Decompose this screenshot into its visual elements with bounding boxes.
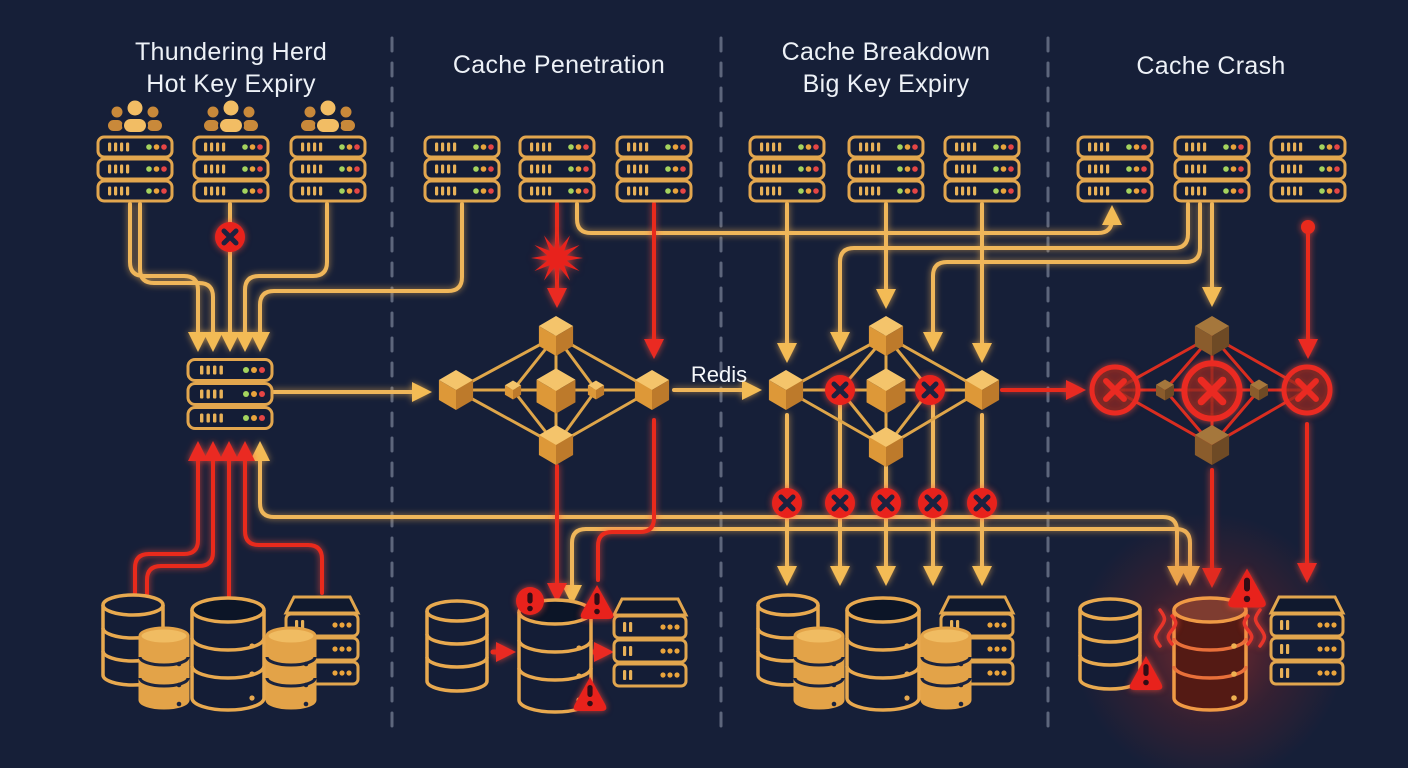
titles: Thundering Herd Hot Key Expiry Cache Pen… bbox=[135, 38, 1285, 387]
request-line bbox=[923, 202, 1202, 352]
alert-circle-icon bbox=[516, 587, 544, 615]
app-server-icon bbox=[425, 137, 499, 201]
request-line bbox=[830, 202, 1190, 352]
storage-rack-icon bbox=[1271, 597, 1343, 684]
cache-server-icon bbox=[188, 360, 272, 429]
database-icon bbox=[845, 596, 921, 712]
database-icon bbox=[138, 626, 190, 710]
storage-rack-icon bbox=[614, 599, 686, 686]
overheat-squiggle bbox=[1253, 608, 1267, 648]
error-badge-icon bbox=[918, 488, 948, 518]
app-server-icon bbox=[98, 137, 172, 201]
request-line bbox=[235, 202, 329, 352]
node-down-icon bbox=[1092, 367, 1138, 413]
app-server-icon bbox=[849, 137, 923, 201]
app-server-icon bbox=[520, 137, 594, 201]
node-down-icon bbox=[1284, 367, 1330, 413]
app-server-icon bbox=[617, 137, 691, 201]
column-title: Cache Breakdown bbox=[782, 38, 991, 66]
stampede-line bbox=[235, 441, 324, 595]
node-down-icon bbox=[1184, 363, 1239, 418]
request-line bbox=[250, 202, 464, 352]
stampede-line bbox=[145, 441, 223, 603]
app-server-icon bbox=[1271, 137, 1345, 201]
database-icon bbox=[1078, 597, 1142, 691]
database-icon bbox=[793, 626, 845, 710]
error-badge-icon bbox=[825, 488, 855, 518]
crash-origin-dot bbox=[1301, 220, 1315, 234]
column-title: Cache Crash bbox=[1136, 52, 1285, 80]
column-dividers bbox=[390, 36, 1050, 732]
overheat-squiggle bbox=[1242, 614, 1254, 646]
alert-badges bbox=[215, 222, 1330, 711]
column-title: Cache Penetration bbox=[453, 51, 665, 79]
error-badge-icon bbox=[772, 488, 802, 518]
app-server-icon bbox=[194, 137, 268, 201]
app-server-icon bbox=[291, 137, 365, 201]
stampede-line bbox=[133, 441, 208, 600]
error-badge-icon bbox=[967, 488, 997, 518]
penetration-line bbox=[596, 418, 656, 582]
error-badge-icon bbox=[915, 375, 945, 405]
column-title: Hot Key Expiry bbox=[146, 70, 316, 98]
app-server-icon bbox=[945, 137, 1019, 201]
app-server-icon bbox=[1175, 137, 1249, 201]
overloaded-database-icon bbox=[1172, 596, 1248, 712]
db-hit-line bbox=[562, 527, 588, 605]
error-badge-icon bbox=[825, 375, 855, 405]
database-icon bbox=[190, 596, 266, 712]
error-badge-icon bbox=[215, 222, 245, 252]
retry-line bbox=[250, 441, 276, 519]
database-icon bbox=[265, 626, 317, 710]
redis-label: Redis bbox=[691, 362, 747, 387]
database-icon bbox=[920, 626, 972, 710]
request-line bbox=[138, 202, 223, 352]
response-line bbox=[575, 202, 1122, 235]
app-server-icon bbox=[750, 137, 824, 201]
database-icon bbox=[425, 599, 489, 693]
overheat-squiggle bbox=[1153, 608, 1167, 648]
column-title: Thundering Herd bbox=[135, 38, 327, 66]
column-title: Big Key Expiry bbox=[803, 70, 970, 98]
error-badge-icon bbox=[871, 488, 901, 518]
overheat-squiggle bbox=[1166, 614, 1178, 646]
app-server-icon bbox=[1078, 137, 1152, 201]
